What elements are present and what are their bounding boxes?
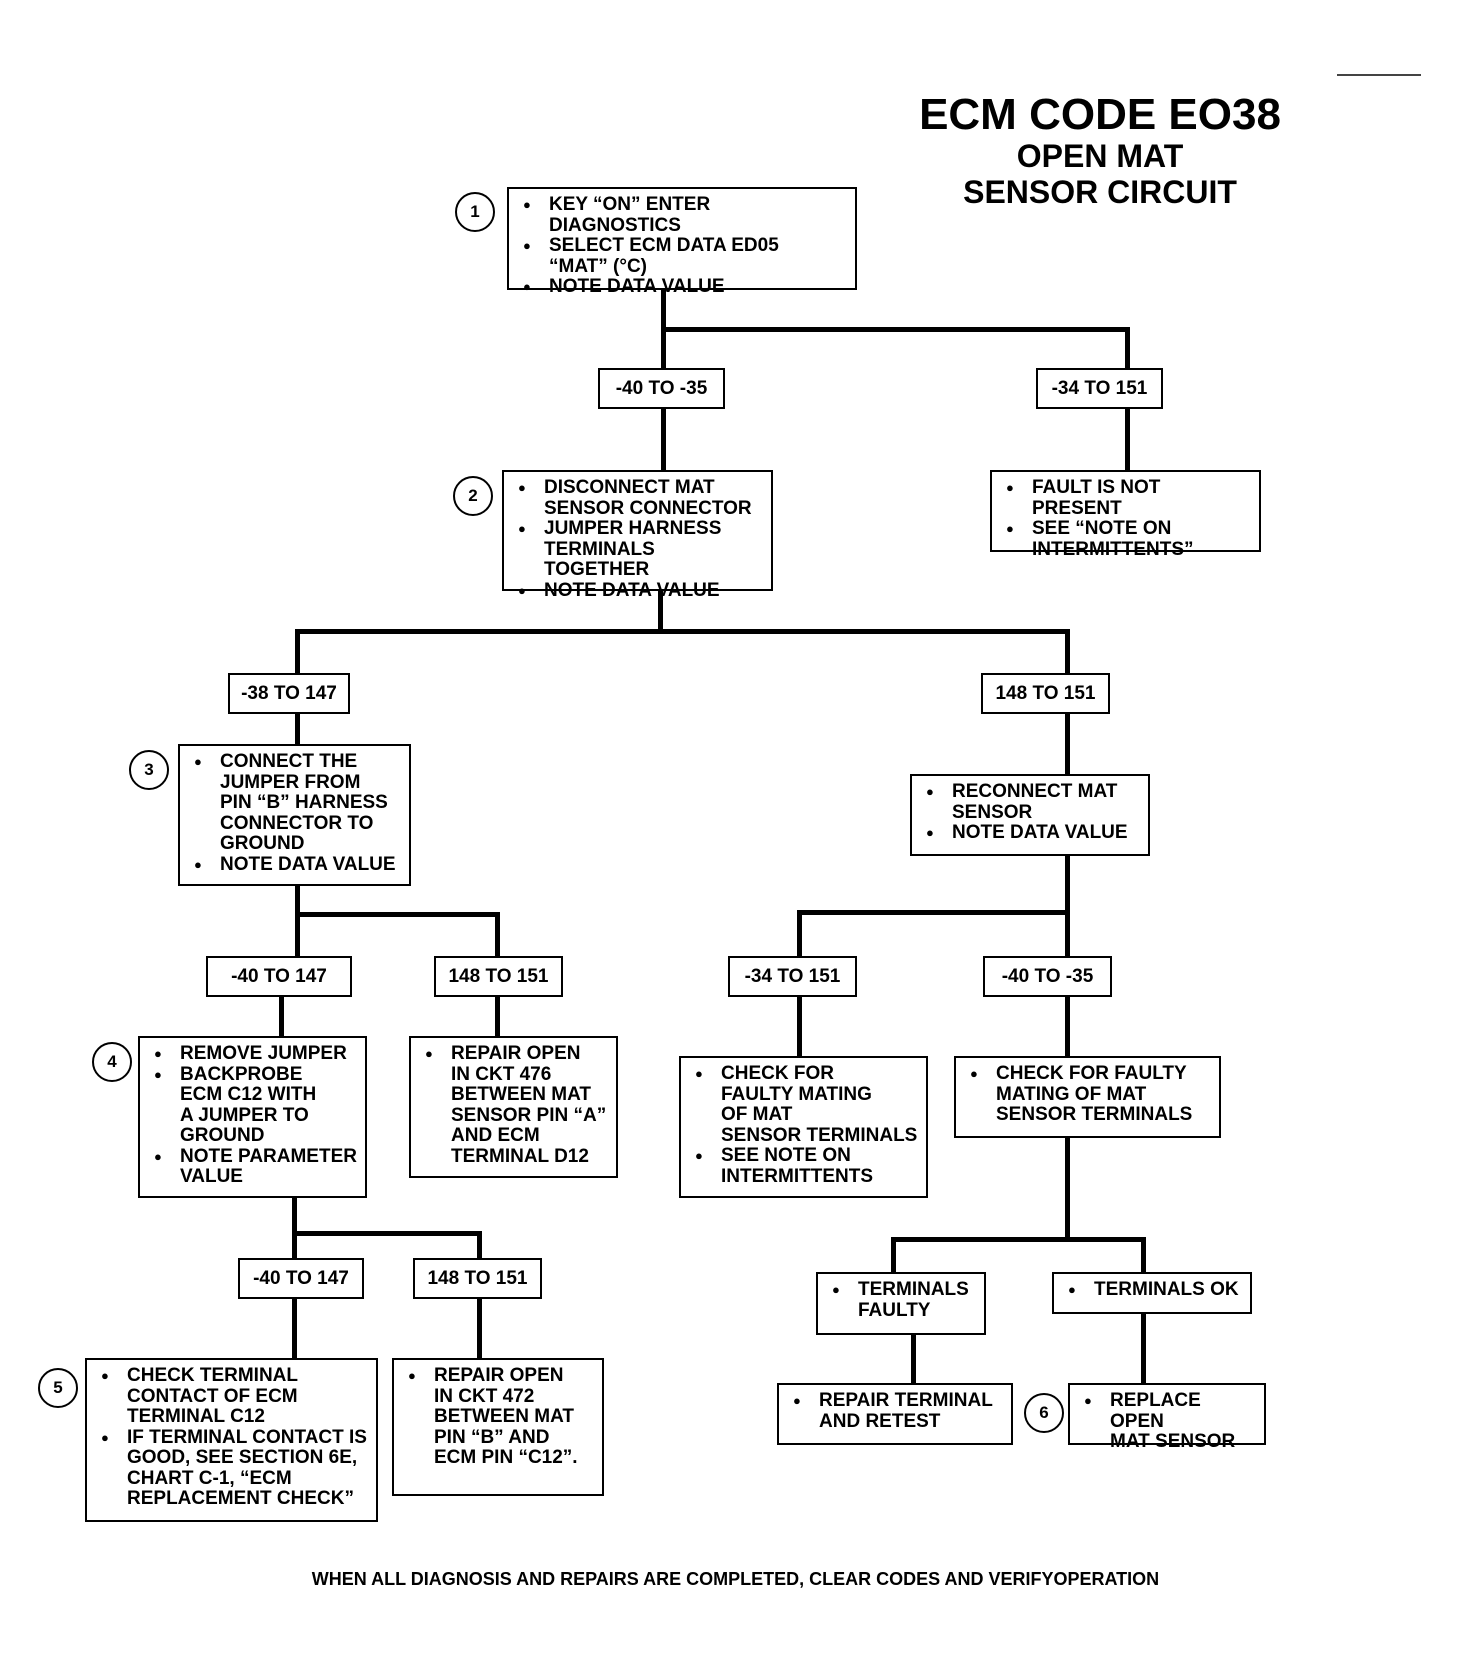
step-4-box: REMOVE JUMPER BACKPROBE ECM C12 WITH A J… [138, 1036, 367, 1198]
step-2-item: NOTE DATA VALUE [514, 580, 763, 602]
repair-terminal-item: REPAIR TERMINAL AND RETEST [789, 1390, 1003, 1432]
repair-476-item: REPAIR OPEN IN CKT 476 BETWEEN MAT SENSO… [421, 1043, 608, 1167]
fault-not-present-box: FAULT IS NOT PRESENT SEE “NOTE ON INTERM… [990, 470, 1261, 559]
step-5-item: IF TERMINAL CONTACT IS GOOD, SEE SECTION… [97, 1427, 368, 1510]
step-6-box: REPLACE OPEN MAT SENSOR [1068, 1383, 1266, 1452]
step-2-item: DISCONNECT MAT SENSOR CONNECTOR [514, 477, 763, 519]
connector-line [911, 1334, 916, 1384]
step-1-box: KEY “ON” ENTER DIAGNOSTICS SELECT ECM DA… [507, 187, 857, 297]
step-5-box: CHECK TERMINAL CONTACT OF ECM TERMINAL C… [85, 1358, 378, 1522]
step-2-item: JUMPER HARNESS TERMINALS TOGETHER [514, 518, 763, 581]
check-mating-2-item: CHECK FOR FAULTY MATING OF MAT SENSOR TE… [966, 1063, 1211, 1126]
reconnect-item: RECONNECT MAT SENSOR [922, 781, 1140, 823]
value-range-box: -40 TO 147 [238, 1258, 364, 1299]
connector-line [1065, 855, 1070, 957]
connector-line [1125, 409, 1130, 473]
step-4-marker: 4 [92, 1042, 132, 1082]
value-range-box: 148 TO 151 [981, 673, 1110, 714]
check-mating-item: SEE NOTE ON INTERMITTENTS [691, 1145, 918, 1187]
step-4-item: REMOVE JUMPER [150, 1043, 357, 1065]
connector-line [661, 327, 1130, 332]
check-faulty-mating-box: CHECK FOR FAULTY MATING OF MAT SENSOR TE… [679, 1056, 928, 1198]
connector-line [1065, 1137, 1070, 1242]
footer-instruction: WHEN ALL DIAGNOSIS AND REPAIRS ARE COMPL… [311, 1569, 1160, 1589]
chart-subtitle-1: OPEN MAT [1016, 138, 1184, 174]
value-range-box: -40 TO -35 [598, 368, 725, 409]
connector-line [295, 885, 300, 957]
step-3-item: CONNECT THE JUMPER FROM PIN “B” HARNESS … [190, 751, 401, 855]
step-3-box: CONNECT THE JUMPER FROM PIN “B” HARNESS … [178, 744, 411, 886]
step-6-item: REPLACE OPEN MAT SENSOR [1080, 1390, 1256, 1453]
connector-line [292, 1231, 482, 1236]
step-1-item: NOTE DATA VALUE [519, 276, 847, 298]
connector-line [295, 713, 300, 745]
connector-line [797, 995, 802, 1057]
connector-line [661, 327, 666, 370]
step-3-item: NOTE DATA VALUE [190, 854, 401, 876]
connector-line [295, 912, 500, 917]
chart-subtitle-2: SENSOR CIRCUIT [963, 174, 1237, 210]
reconnect-item: NOTE DATA VALUE [922, 822, 1140, 844]
step-1-item: SELECT ECM DATA ED05 “MAT” (°C) [519, 235, 847, 277]
reconnect-box: RECONNECT MAT SENSOR NOTE DATA VALUE [910, 774, 1150, 856]
connector-line [1141, 1237, 1146, 1272]
step-3-marker: 3 [129, 750, 169, 790]
value-range-box: 148 TO 151 [434, 956, 563, 997]
value-range-box: -40 TO 147 [206, 956, 352, 997]
scan-rule [1337, 74, 1421, 76]
connector-line [292, 1297, 297, 1359]
connector-line [891, 1237, 896, 1272]
step-1-marker: 1 [455, 192, 495, 232]
connector-line [658, 591, 663, 634]
connector-line [1065, 995, 1070, 1057]
fault-item: SEE “NOTE ON INTERMITTENTS” [1002, 518, 1251, 560]
step-2-marker: 2 [453, 476, 493, 516]
connector-line [1065, 713, 1070, 775]
repair-472-item: REPAIR OPEN IN CKT 472 BETWEEN MAT PIN “… [404, 1365, 594, 1469]
repair-ckt-476-box: REPAIR OPEN IN CKT 476 BETWEEN MAT SENSO… [409, 1036, 618, 1178]
repair-terminal-box: REPAIR TERMINAL AND RETEST [777, 1383, 1013, 1445]
terminals-ok-box: TERMINALS OK [1052, 1272, 1252, 1314]
terminals-faulty-box: TERMINALS FAULTY [816, 1272, 986, 1335]
connector-line [1065, 629, 1070, 675]
fault-item: FAULT IS NOT PRESENT [1002, 477, 1251, 519]
connector-line [1125, 327, 1130, 370]
connector-line [295, 629, 1070, 634]
check-faulty-mating-2-box: CHECK FOR FAULTY MATING OF MAT SENSOR TE… [954, 1056, 1221, 1138]
step-1-item: KEY “ON” ENTER DIAGNOSTICS [519, 194, 847, 236]
connector-line [797, 910, 802, 957]
terminals-faulty-item: TERMINALS FAULTY [828, 1279, 976, 1321]
value-range-box: 148 TO 151 [413, 1258, 542, 1299]
connector-line [495, 995, 500, 1037]
step-5-marker: 5 [38, 1368, 78, 1408]
terminals-ok-item: TERMINALS OK [1064, 1279, 1242, 1301]
chart-title: ECM CODE EO38 [919, 90, 1281, 139]
check-mating-item: CHECK FOR FAULTY MATING OF MAT SENSOR TE… [691, 1063, 918, 1146]
value-range-box: -34 TO 151 [728, 956, 857, 997]
connector-line [661, 290, 666, 332]
connector-line [295, 629, 300, 675]
connector-line [797, 910, 1070, 915]
step-4-item: BACKPROBE ECM C12 WITH A JUMPER TO GROUN… [150, 1064, 357, 1147]
connector-line [292, 1197, 297, 1259]
step-6-marker: 6 [1024, 1393, 1064, 1433]
value-range-box: -40 TO -35 [983, 956, 1112, 997]
connector-line [279, 995, 284, 1037]
connector-line [477, 1231, 482, 1259]
repair-ckt-472-box: REPAIR OPEN IN CKT 472 BETWEEN MAT PIN “… [392, 1358, 604, 1496]
connector-line [477, 1297, 482, 1359]
connector-line [891, 1237, 1146, 1242]
step-5-item: CHECK TERMINAL CONTACT OF ECM TERMINAL C… [97, 1365, 368, 1428]
step-4-item: NOTE PARAMETER VALUE [150, 1146, 357, 1188]
value-range-box: -38 TO 147 [228, 673, 350, 714]
connector-line [661, 409, 666, 473]
connector-line [495, 912, 500, 957]
connector-line [1141, 1312, 1146, 1384]
step-2-box: DISCONNECT MAT SENSOR CONNECTOR JUMPER H… [502, 470, 773, 601]
value-range-box: -34 TO 151 [1036, 368, 1163, 409]
